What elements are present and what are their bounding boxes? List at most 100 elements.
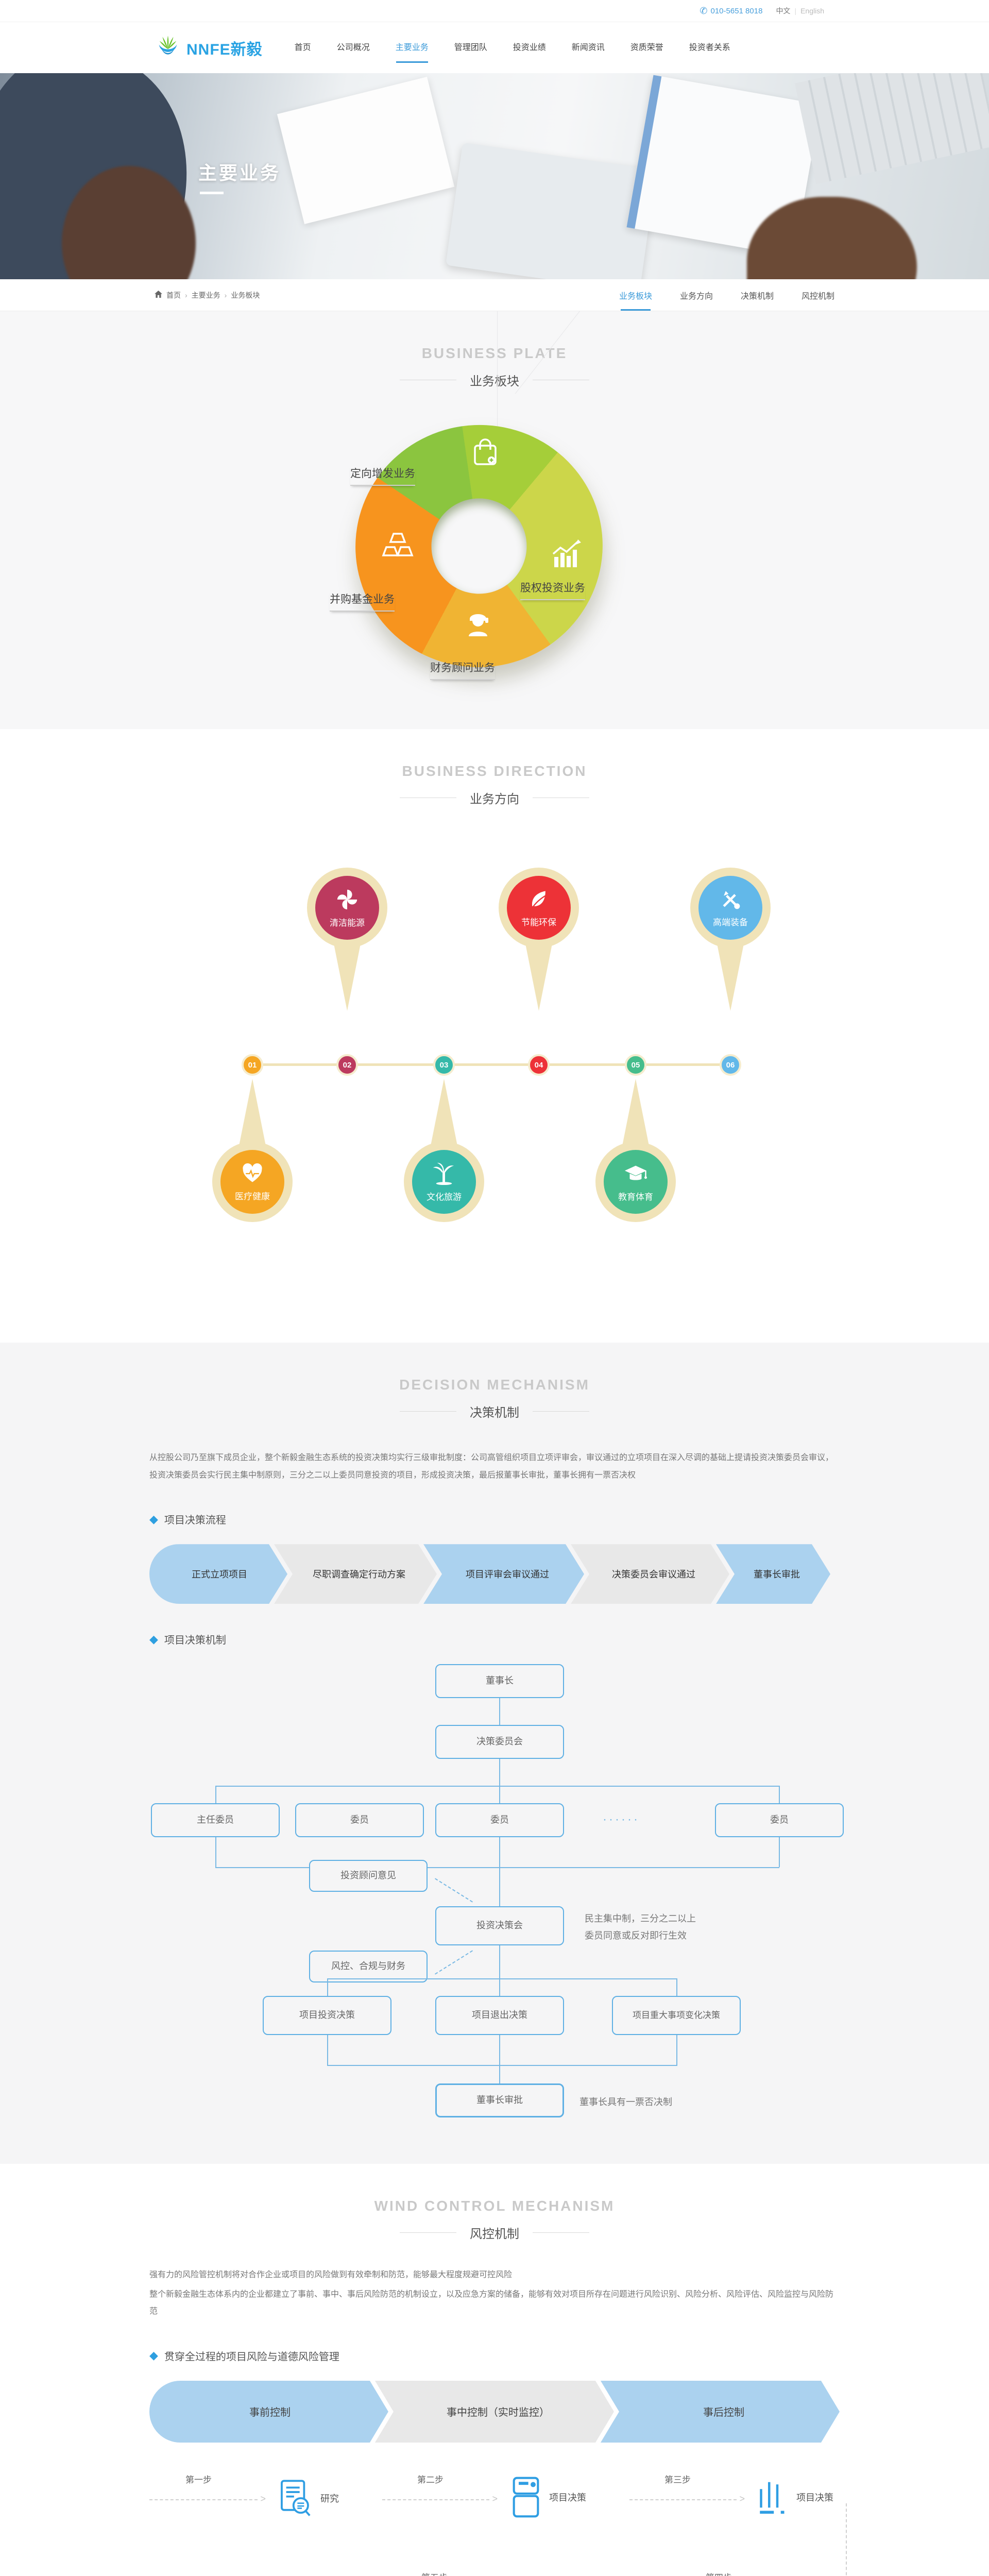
- timeline-num-05: 05: [625, 1054, 646, 1076]
- flow-step: 决策委员会审议通过: [571, 1544, 729, 1604]
- direction-pin-04[interactable]: 节能环保: [499, 868, 579, 1011]
- wind-process-title: ◆贯穿全过程的项目风险与道德风险管理: [149, 2349, 339, 2363]
- nav-item-home[interactable]: 首页: [294, 43, 311, 52]
- breadcrumb-bar: 首页 › 主要业务 › 业务板块 业务板块 业务方向 决策机制 风控机制: [0, 279, 989, 311]
- breadcrumb-home[interactable]: 首页: [166, 291, 181, 299]
- nav-item-honor[interactable]: 资质荣誉: [630, 43, 663, 52]
- phone-number: ✆010-5651 8018: [700, 5, 763, 16]
- org-investment-meeting: 投资决策会: [435, 1906, 564, 1946]
- hero-banner: 主要业务: [0, 73, 989, 279]
- section-title-zh: 风控机制: [0, 2224, 989, 2242]
- org-committee: 决策委员会: [435, 1725, 564, 1759]
- language-switcher: 中文|English: [776, 6, 824, 16]
- section-title-en: WIND CONTROL MECHANISM: [374, 2198, 615, 2214]
- breadcrumb-current: 业务板块: [231, 291, 260, 299]
- diamond-icon: ◆: [149, 2349, 158, 2362]
- tab-business-direction[interactable]: 业务方向: [679, 292, 713, 301]
- bag-icon: [469, 436, 502, 472]
- direction-pin-01[interactable]: 医疗健康: [212, 1079, 293, 1222]
- pin-label: 高端装备: [713, 917, 748, 927]
- direction-pin-05[interactable]: 教育体育: [595, 1079, 676, 1222]
- ingots-icon: [381, 531, 414, 563]
- section-title-en: BUSINESS PLATE: [421, 345, 568, 361]
- breadcrumb-level1[interactable]: 主要业务: [191, 291, 220, 299]
- tab-decision-mechanism[interactable]: 决策机制: [740, 292, 774, 301]
- nav-item-company[interactable]: 公司概况: [336, 43, 370, 52]
- site-header: NNFE新毅 首页 公司概况 主要业务 管理团队 投资业绩 新闻资讯 资质荣誉 …: [0, 22, 989, 73]
- section-title-zh: 业务方向: [0, 789, 989, 807]
- nav-item-performance[interactable]: 投资业绩: [513, 43, 546, 52]
- org-member: 主任委员: [151, 1803, 280, 1838]
- timeline-num-03: 03: [433, 1054, 455, 1076]
- logo-leaf-icon: [155, 33, 181, 62]
- wind-intro-1: 强有力的风险管控机制将对合作企业或项目的风险做到有效牵制和防范，能够最大程度规避…: [149, 2270, 513, 2280]
- direction-pin-03[interactable]: 文化旅游: [404, 1079, 484, 1222]
- section-business-plate: BUSINESS PLATE 业务板块 定向增发业务 股权投资业务: [0, 311, 989, 729]
- breadcrumb-sep: ›: [185, 291, 187, 299]
- nav-item-team[interactable]: 管理团队: [454, 43, 487, 52]
- lang-en-link[interactable]: English: [800, 7, 824, 15]
- org-member: 委员: [435, 1803, 564, 1838]
- top-utility-bar: ✆010-5651 8018 中文|English: [0, 0, 989, 22]
- segment-label[interactable]: 定向增发业务: [350, 465, 415, 486]
- nav-item-business[interactable]: 主要业务: [395, 33, 430, 63]
- direction-timeline: 清洁能源 节能环保 高端装备 01 02 03: [212, 822, 771, 1312]
- decorative-line: [497, 311, 498, 466]
- nav-item-news[interactable]: 新闻资讯: [571, 43, 605, 52]
- section-decision-mechanism: DECISION MECHANISM 决策机制 从控股公司乃至旗下成员企业，整个…: [0, 1343, 989, 2164]
- segment-label[interactable]: 并购基金业务: [330, 591, 395, 612]
- flow-step: 董事长审批: [716, 1544, 830, 1604]
- step-label: 第三步: [664, 2475, 691, 2485]
- timeline-num-02: 02: [336, 1054, 358, 1076]
- page-title-underline: [200, 192, 224, 194]
- step-project-decision-2: 项目决策: [510, 2476, 586, 2519]
- step-project-decision-3: 项目决策: [760, 2482, 833, 2514]
- decision-org-title: ◆项目决策机制: [149, 1632, 226, 1647]
- org-outcome: 项目投资决策: [263, 1996, 391, 2036]
- timeline-num-01: 01: [242, 1054, 263, 1076]
- decision-org-chart: 董事长 决策委员会 主任委员 委员 委员 ······ 委员 投资顾问意见: [149, 1664, 850, 2128]
- nav-item-investor[interactable]: 投资者关系: [689, 43, 730, 52]
- section-title-en: DECISION MECHANISM: [399, 1377, 590, 1393]
- lang-zh-link[interactable]: 中文: [776, 7, 791, 15]
- pin-label: 文化旅游: [427, 1192, 462, 1202]
- segment-label[interactable]: 财务顾问业务: [430, 659, 495, 680]
- direction-pin-06[interactable]: 高端装备: [690, 868, 771, 1011]
- org-advisor: 投资顾问意见: [309, 1860, 428, 1892]
- wind-intro-2: 整个新毅金融生态体系内的企业都建立了事前、事中、事后风险防范的机制设立，以及应急…: [149, 2290, 834, 2316]
- phone-icon: ✆: [700, 5, 708, 16]
- section-title-zh: 决策机制: [0, 1402, 989, 1420]
- org-approval: 董事长审批: [435, 2083, 564, 2118]
- logo-text: NNFE新毅: [186, 41, 263, 58]
- timeline-num-06: 06: [720, 1054, 741, 1076]
- pin-label: 医疗健康: [235, 1191, 270, 1201]
- pin-label: 清洁能源: [330, 918, 365, 928]
- direction-pin-02[interactable]: 清洁能源: [307, 868, 387, 1011]
- section-tabs: 业务板块 业务方向 决策机制 风控机制: [619, 279, 834, 311]
- breadcrumb-sep: ›: [224, 291, 227, 299]
- org-member: 委员: [715, 1803, 844, 1838]
- control-phase: 事后控制: [601, 2381, 840, 2443]
- control-phase: 事前控制: [149, 2381, 388, 2443]
- page-title: 主要业务: [198, 162, 281, 183]
- org-risk-compliance: 风控、合规与财务: [309, 1951, 428, 1983]
- tab-business-plate[interactable]: 业务板块: [619, 279, 652, 311]
- section-title-en: BUSINESS DIRECTION: [402, 763, 587, 779]
- org-chairman: 董事长: [435, 1664, 564, 1699]
- logo[interactable]: NNFE新毅: [155, 33, 263, 62]
- section-wind-control: WIND CONTROL MECHANISM 风控机制 强有力的风险管控机制将对…: [0, 2164, 989, 2576]
- main-nav: 首页 公司概况 主要业务 管理团队 投资业绩 新闻资讯 资质荣誉 投资者关系: [294, 33, 731, 63]
- hero-photo-laptop: [446, 142, 657, 279]
- org-members-ellipsis: ······: [603, 1812, 640, 1827]
- org-outcome: 项目退出决策: [435, 1996, 564, 2036]
- tab-wind-control[interactable]: 风控机制: [801, 292, 834, 301]
- lang-divider: |: [794, 7, 797, 15]
- org-outcome: 项目重大事项变化决策: [612, 1996, 741, 2036]
- timeline-line: [245, 1063, 735, 1066]
- section-title-zh: 业务板块: [0, 371, 989, 389]
- diamond-icon: ◆: [149, 1512, 158, 1526]
- segment-label[interactable]: 股权投资业务: [520, 580, 585, 600]
- decision-flow-steps: 正式立项项目 尽职调查确定行动方案 项目评审会审议通过 决策委员会审议通过 董事…: [149, 1544, 840, 1604]
- risk-step-flow: 第一步 > 研究 第二步 > 项目决策: [149, 2463, 850, 2576]
